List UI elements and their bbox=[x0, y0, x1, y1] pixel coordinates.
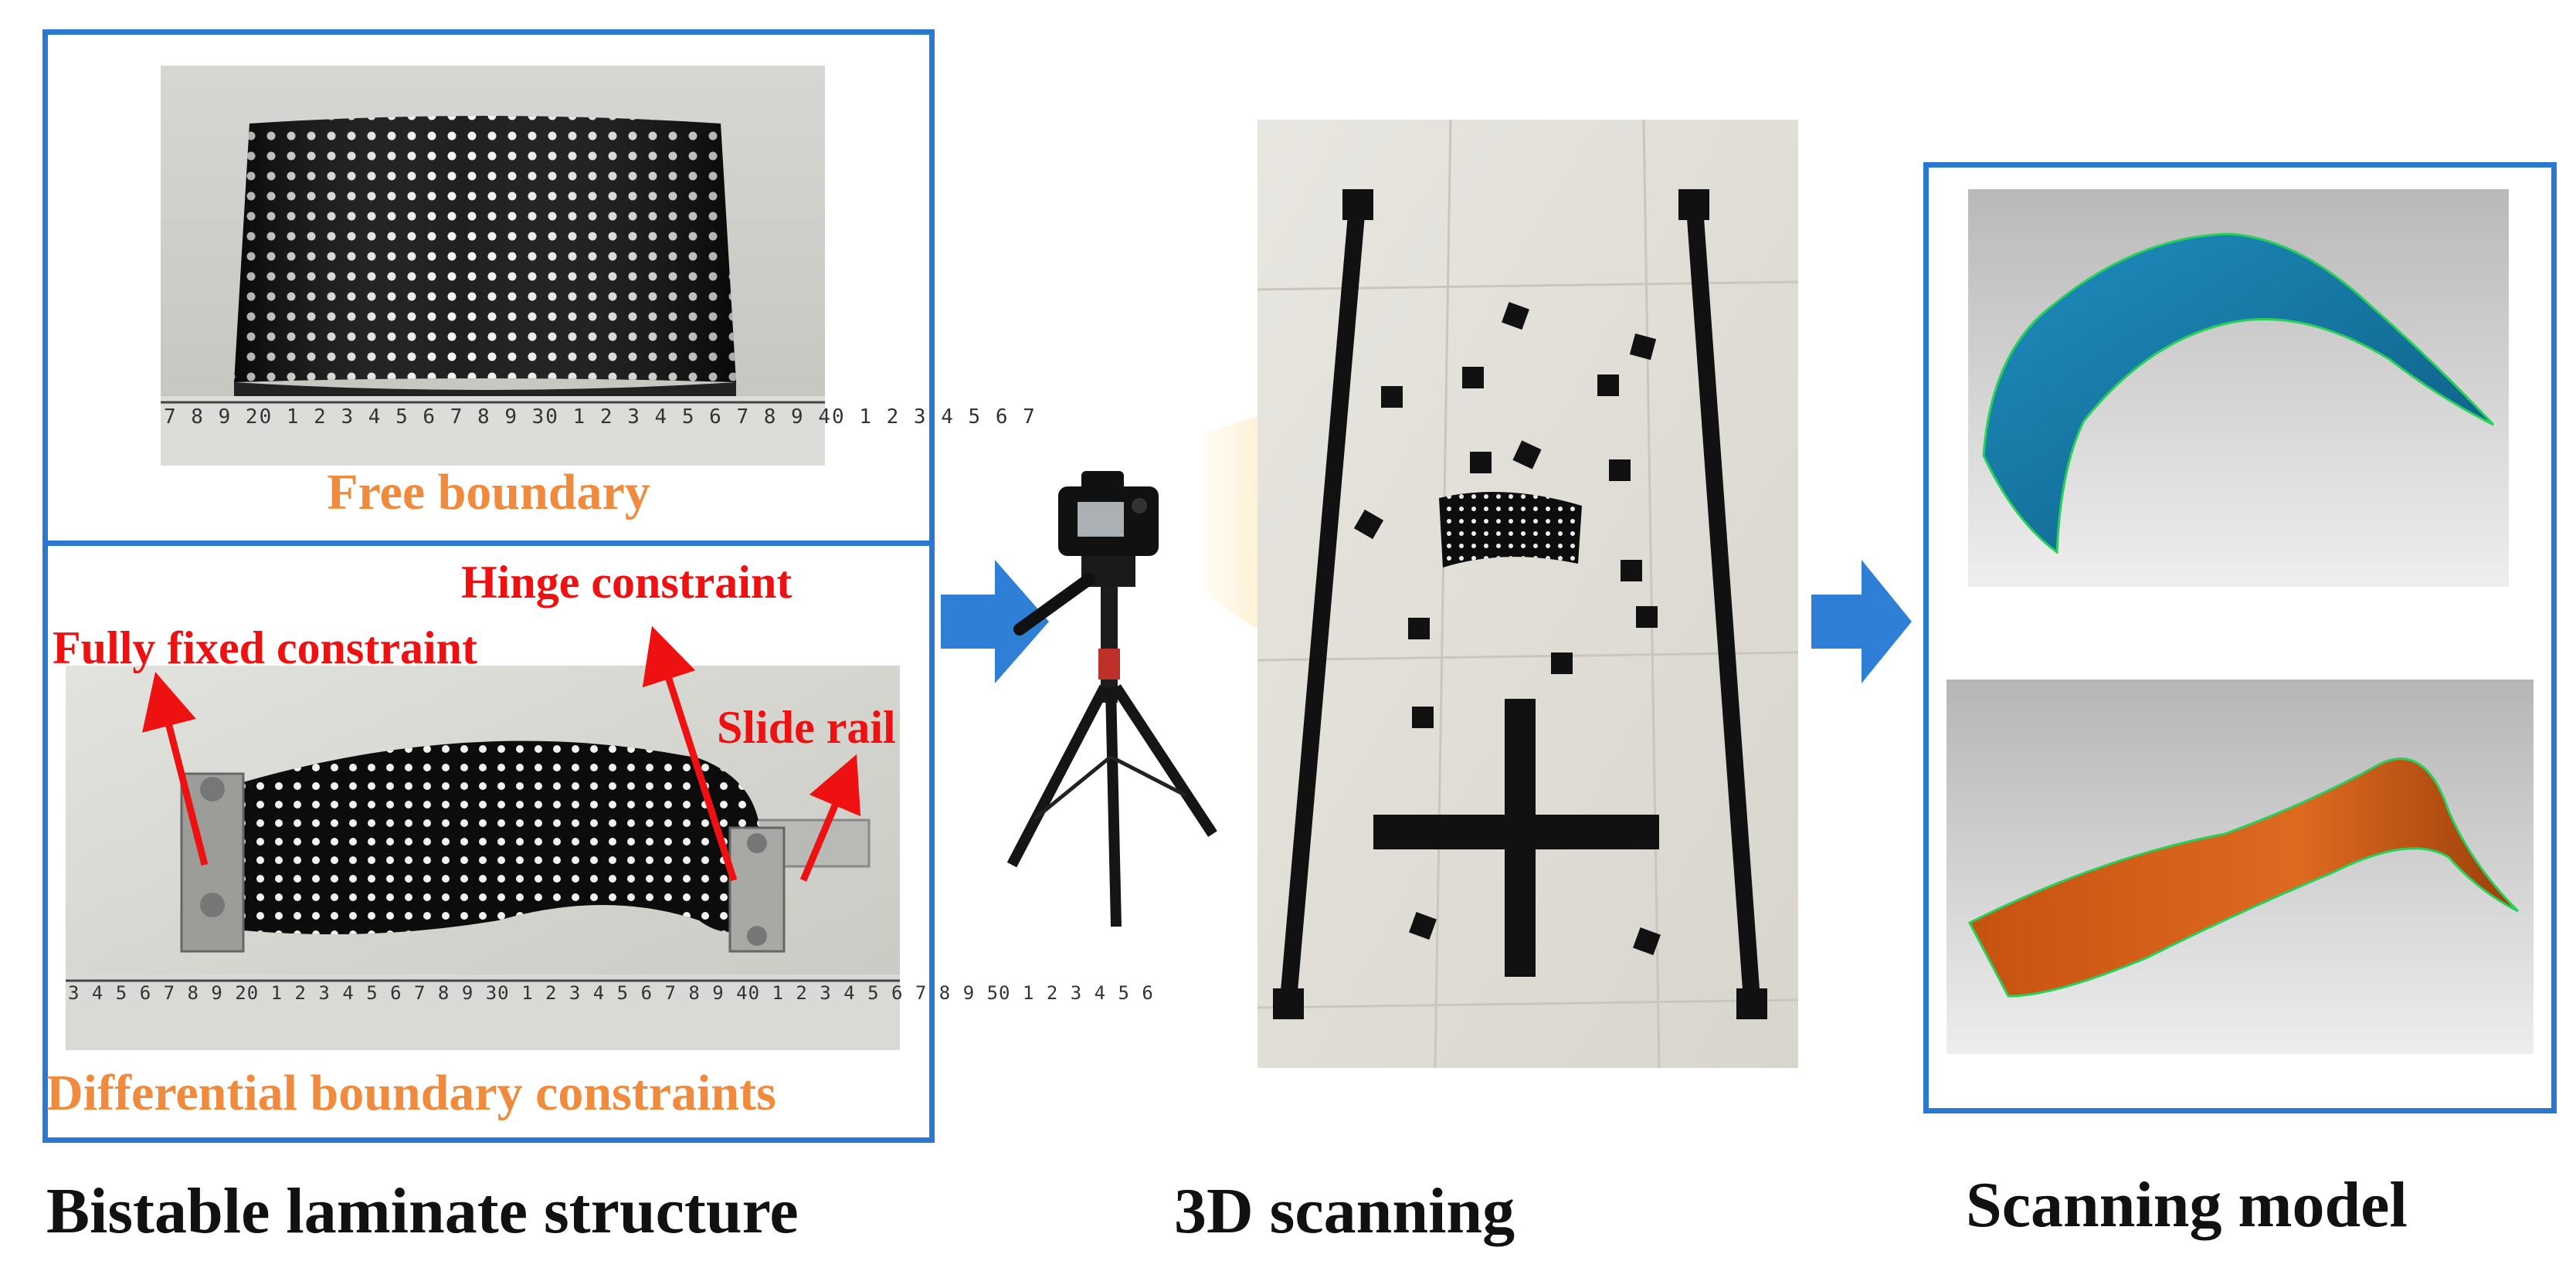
free-boundary-photo bbox=[161, 66, 825, 466]
scanning-caption: 3D scanning bbox=[1174, 1175, 1515, 1247]
laminate-panel-frame bbox=[42, 29, 935, 1143]
free-boundary-label: Free boundary bbox=[327, 464, 650, 520]
slide-rail-arrow bbox=[799, 754, 861, 882]
model-panel-frame bbox=[1923, 162, 2557, 1113]
laminate-caption: Bistable laminate structure bbox=[46, 1175, 799, 1247]
camera-tripod-icon bbox=[1006, 471, 1217, 927]
annotation-arrows bbox=[142, 625, 861, 882]
model-render-blue bbox=[1968, 189, 2509, 587]
fully-fixed-constraint-label: Fully fixed constraint bbox=[53, 622, 477, 673]
fixed-constraint-arrow bbox=[142, 672, 209, 866]
slide-rail-label: Slide rail bbox=[717, 702, 896, 753]
flow-arrow-2 bbox=[1811, 560, 1912, 683]
differential-constraints-label: Differential boundary constraints bbox=[46, 1065, 776, 1121]
scan-scene-photo bbox=[1257, 119, 1799, 1069]
flow-arrow-1 bbox=[941, 560, 1049, 683]
hinge-constraint-label: Hinge constraint bbox=[461, 557, 792, 608]
model-render-orange bbox=[1946, 680, 2534, 1054]
laminate-panel-divider bbox=[42, 541, 935, 546]
model-caption: Scanning model bbox=[1966, 1169, 2408, 1241]
hinge-constraint-arrow bbox=[642, 625, 738, 882]
